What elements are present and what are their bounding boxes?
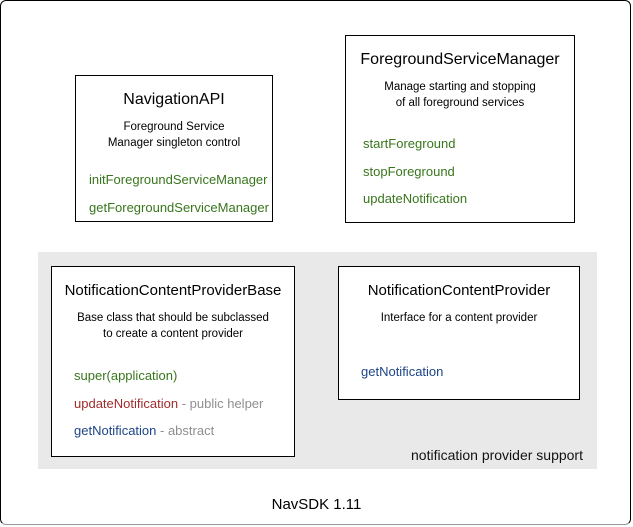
class-description: Foreground Service Manager singleton con… xyxy=(76,120,272,151)
method-label: updateNotification xyxy=(74,395,179,411)
method-annotation: - abstract xyxy=(160,423,215,438)
class-description-line: of all foreground services xyxy=(395,96,525,109)
class-title: NotificationContentProvider xyxy=(367,282,551,299)
method-getforegroundservicemanager: getForegroundServiceManager xyxy=(89,199,269,215)
class-description: Manage starting and stopping of all fore… xyxy=(346,80,574,111)
class-box-foreground-service-manager: ForegroundServiceManager Manage starting… xyxy=(345,35,575,223)
class-title: NotificationContentProviderBase xyxy=(64,282,282,299)
class-description-line: Manage starting and stopping xyxy=(384,81,536,93)
method-list: startForeground stopForeground updateNot… xyxy=(346,137,574,206)
class-description-line: Interface for a content provider xyxy=(380,312,538,324)
method-label: super(application) xyxy=(74,368,178,383)
method-super-application: super(application) xyxy=(74,369,294,383)
method-updatenotification: updateNotification xyxy=(363,191,468,206)
method-label: getNotification xyxy=(74,423,157,438)
sdk-version-label: NavSDK 1.11 xyxy=(271,496,362,513)
class-box-notification-content-provider-base: NotificationContentProviderBase Base cla… xyxy=(51,266,295,457)
region-label: notification provider support xyxy=(411,447,583,463)
method-list: initForegroundServiceManager getForegrou… xyxy=(76,173,272,215)
method-stopforeground: stopForeground xyxy=(363,163,455,179)
method-list: getNotification xyxy=(339,363,579,379)
method-getnotification: getNotification xyxy=(361,363,444,379)
method-getnotification: getNotification - abstract xyxy=(74,424,294,438)
class-description: Base class that should be subclassed to … xyxy=(52,311,294,342)
method-startforeground: startForeground xyxy=(363,136,456,151)
class-box-navigation-api: NavigationAPI Foreground Service Manager… xyxy=(75,75,273,222)
class-description-line: Base class that should be subclassed xyxy=(77,312,269,324)
class-box-notification-content-provider: NotificationContentProvider Interface fo… xyxy=(338,266,580,400)
class-title: NavigationAPI xyxy=(123,91,225,108)
class-description-line: Manager singleton control xyxy=(107,136,241,149)
method-annotation: - public helper xyxy=(181,395,264,411)
class-description: Interface for a content provider xyxy=(339,311,579,327)
method-list: super(application) updateNotification - … xyxy=(52,369,294,438)
method-initforegroundservicemanager: initForegroundServiceManager xyxy=(89,172,268,187)
class-description-line: to create a content provider xyxy=(103,327,243,340)
class-description-line: Foreground Service xyxy=(123,121,225,133)
method-updatenotification: updateNotification - public helper xyxy=(74,395,294,411)
class-title: ForegroundServiceManager xyxy=(360,51,560,68)
